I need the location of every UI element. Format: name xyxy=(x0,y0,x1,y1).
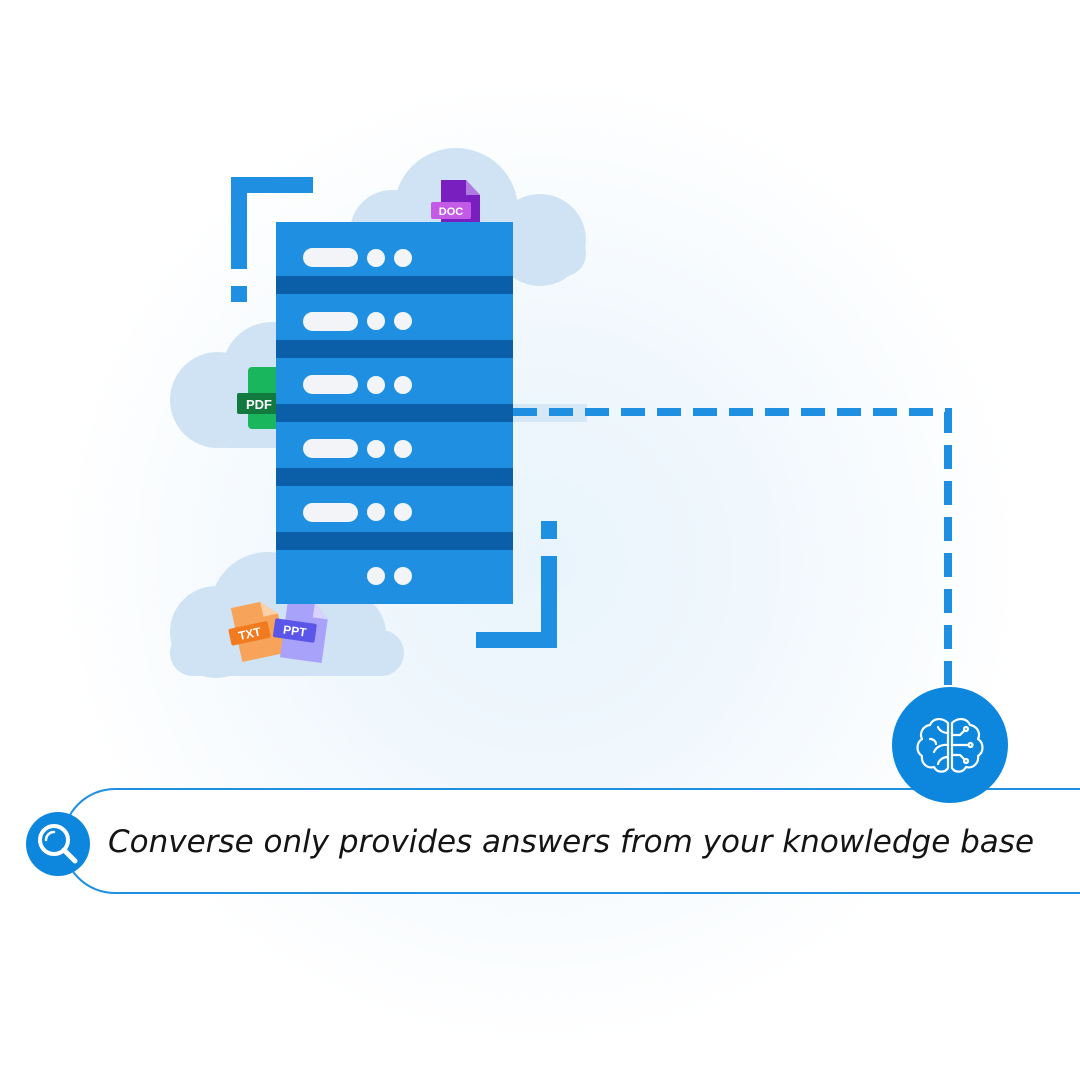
txt-file-icon: TXT xyxy=(228,601,287,662)
ppt-label: PPT xyxy=(282,622,308,639)
search-bar xyxy=(62,788,1080,894)
corner-bracket-bottom-right xyxy=(476,521,557,648)
search-icon xyxy=(38,824,78,864)
dashed-connector xyxy=(513,404,952,690)
brain-badge xyxy=(892,687,1008,803)
search-badge xyxy=(26,812,90,876)
doc-file-icon: DOC xyxy=(431,180,480,222)
doc-label: DOC xyxy=(439,206,464,218)
search-caption: Converse only provides answers from your… xyxy=(108,824,1035,860)
corner-bracket-top-left xyxy=(231,177,313,302)
pdf-label: PDF xyxy=(246,397,272,412)
server-rack-icon xyxy=(276,222,513,604)
brain-circuit-icon xyxy=(916,718,984,773)
txt-label: TXT xyxy=(237,624,263,643)
ppt-file-icon: PPT xyxy=(273,598,328,664)
